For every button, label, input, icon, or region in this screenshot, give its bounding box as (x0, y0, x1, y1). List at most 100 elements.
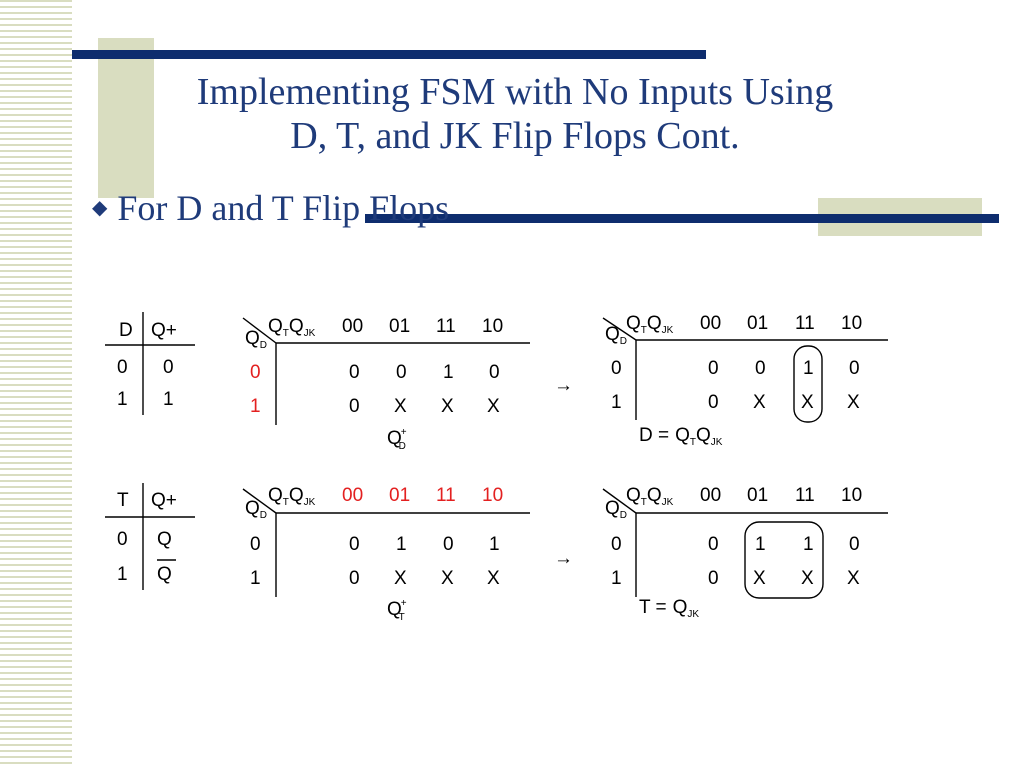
kmap-cell: 1 (489, 534, 500, 555)
kmap-cell: 0 (708, 568, 719, 589)
kmap-col-header: 10 (841, 485, 862, 506)
d-table-cell: 1 (117, 389, 128, 410)
kmap-cell: X (847, 568, 860, 589)
kmap-cell: X (441, 396, 454, 417)
grouping-loop (793, 345, 823, 423)
kmap-row-header: 1 (250, 568, 261, 589)
kmap-col-var: QTQJK (626, 485, 674, 508)
bullet-item: ◆ For D and T Flip Flops (92, 186, 449, 230)
decorative-stripes (0, 0, 72, 768)
t-result-kmap: QTQJK QD 00 01 11 10 0 1 0 1 1 0 0 X X X… (602, 485, 888, 620)
kmap-col-header: 10 (482, 485, 503, 506)
d-truth-table: D Q+ 0 0 1 1 (105, 312, 195, 415)
kmap-row-header: 1 (611, 392, 622, 413)
kmap-cell: X (801, 568, 814, 589)
bullet-text: For D and T Flip Flops (117, 188, 450, 228)
blue-bar-bottom (365, 214, 999, 223)
kmap-cell: X (487, 568, 500, 589)
diamond-bullet-icon: ◆ (92, 197, 108, 219)
t-table-cell: Q (157, 529, 172, 550)
kmap-cell: 0 (708, 534, 719, 555)
kmap-cell: X (394, 568, 407, 589)
result-equation: D =QTQJK (639, 425, 723, 448)
tan-block-left (98, 38, 154, 198)
kmap-cell: 1 (803, 534, 814, 555)
t-table-cell: Q (157, 564, 172, 585)
kmap-row-var: QD (605, 324, 627, 347)
arrow-icon: → (554, 375, 573, 396)
kmap-cell: 1 (755, 534, 766, 555)
kmap-cell: 0 (708, 392, 719, 413)
title-line-2: D, T, and JK Flip Flops Cont. (290, 115, 740, 157)
d-table-cell: 0 (163, 357, 174, 378)
kmap-col-var: QTQJK (268, 316, 316, 339)
kmap-diagonal (602, 317, 637, 341)
kmap-col-header: 11 (436, 316, 456, 337)
kmap-row-header: 1 (250, 396, 261, 417)
arrow-icon: → (554, 548, 573, 569)
kmap-diagonal (242, 488, 277, 514)
kmap-row-var: QD (605, 498, 627, 521)
kmap-row-header: 0 (250, 362, 261, 383)
t-kmap: QTQJK QD 00 01 11 10 0 1 0 1 0 1 0 X X X… (242, 485, 530, 623)
kmap-cell: 0 (349, 362, 360, 383)
kmap-cell: 1 (803, 358, 814, 379)
kmap-diagonal (242, 317, 277, 344)
kmap-col-header: 01 (389, 316, 410, 337)
kmap-cell: 0 (849, 358, 860, 379)
d-table-header-qplus: Q+ (151, 320, 177, 341)
kmap-cell: X (847, 392, 860, 413)
kmap-caption: Q+D (387, 427, 407, 452)
kmap-col-header: 10 (841, 313, 862, 334)
d-table-header-d: D (119, 320, 133, 341)
kmap-cell: X (441, 568, 454, 589)
kmap-cell: 0 (849, 534, 860, 555)
d-table-cell: 0 (117, 357, 128, 378)
kmap-col-header: 01 (747, 313, 768, 334)
d-result-kmap: QTQJK QD 00 01 11 10 0 1 0 0 1 0 0 X X X… (602, 313, 888, 448)
kmap-col-header: 11 (795, 485, 815, 506)
kmap-cell: X (487, 396, 500, 417)
t-table-header-qplus: Q+ (151, 490, 177, 511)
kmap-caption: Q+T (387, 598, 407, 623)
grouping-loop (744, 521, 824, 599)
t-truth-table: T Q+ 0 Q 1 Q (105, 483, 195, 590)
kmap-cell: X (753, 568, 766, 589)
title-line-1: Implementing FSM with No Inputs Using (196, 71, 834, 113)
d-table-cell: 1 (163, 389, 174, 410)
t-table-header-t: T (117, 490, 129, 511)
kmap-col-var: QTQJK (268, 485, 316, 508)
result-equation: T =QJK (639, 597, 699, 620)
kmap-cell: 0 (755, 358, 766, 379)
kmap-col-header: 01 (389, 485, 410, 506)
kmap-col-header: 00 (700, 313, 721, 334)
kmap-row-header: 0 (611, 358, 622, 379)
kmap-col-header: 01 (747, 485, 768, 506)
kmap-cell: X (753, 392, 766, 413)
slide-title: Implementing FSM with No Inputs Using D,… (90, 70, 940, 158)
kmap-col-header: 00 (342, 316, 363, 337)
t-table-cell: 1 (117, 564, 128, 585)
d-kmap: QTQJK QD 00 01 11 10 0 1 0 0 1 0 0 X X X… (242, 316, 530, 452)
kmap-col-header: 00 (700, 485, 721, 506)
kmap-cell: 0 (489, 362, 500, 383)
kmap-cell: X (801, 392, 814, 413)
kmap-col-header: 00 (342, 485, 363, 506)
kmap-cell: 1 (443, 362, 454, 383)
kmap-row-header: 0 (250, 534, 261, 555)
kmap-cell: 0 (396, 362, 407, 383)
kmap-row-var: QD (245, 328, 267, 351)
kmap-cell: 0 (443, 534, 454, 555)
kmap-cell: 0 (349, 396, 360, 417)
kmap-col-var: QTQJK (626, 313, 674, 336)
kmap-cell: 0 (349, 534, 360, 555)
kmap-cell: 0 (349, 568, 360, 589)
kmap-col-header: 10 (482, 316, 503, 337)
kmap-col-header: 11 (436, 485, 456, 506)
kmap-row-header: 1 (611, 568, 622, 589)
kmap-cell: X (394, 396, 407, 417)
blue-bar-top (72, 50, 706, 59)
kmap-row-var: QD (245, 498, 267, 521)
kmap-cell: 1 (396, 534, 407, 555)
